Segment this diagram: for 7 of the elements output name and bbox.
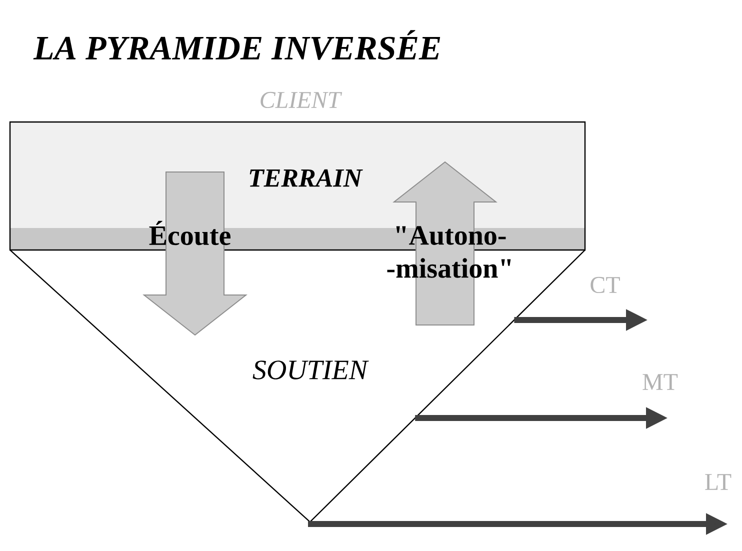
horizon-label: CT xyxy=(590,276,620,294)
arrow-label: Écoute xyxy=(149,220,230,246)
block-arrow xyxy=(142,172,248,336)
block-arrow xyxy=(392,161,498,326)
horizon-label: MT xyxy=(642,374,678,390)
title: LA PYRAMIDE INVERSÉE xyxy=(33,30,440,60)
horizon-label: LT xyxy=(705,474,732,490)
